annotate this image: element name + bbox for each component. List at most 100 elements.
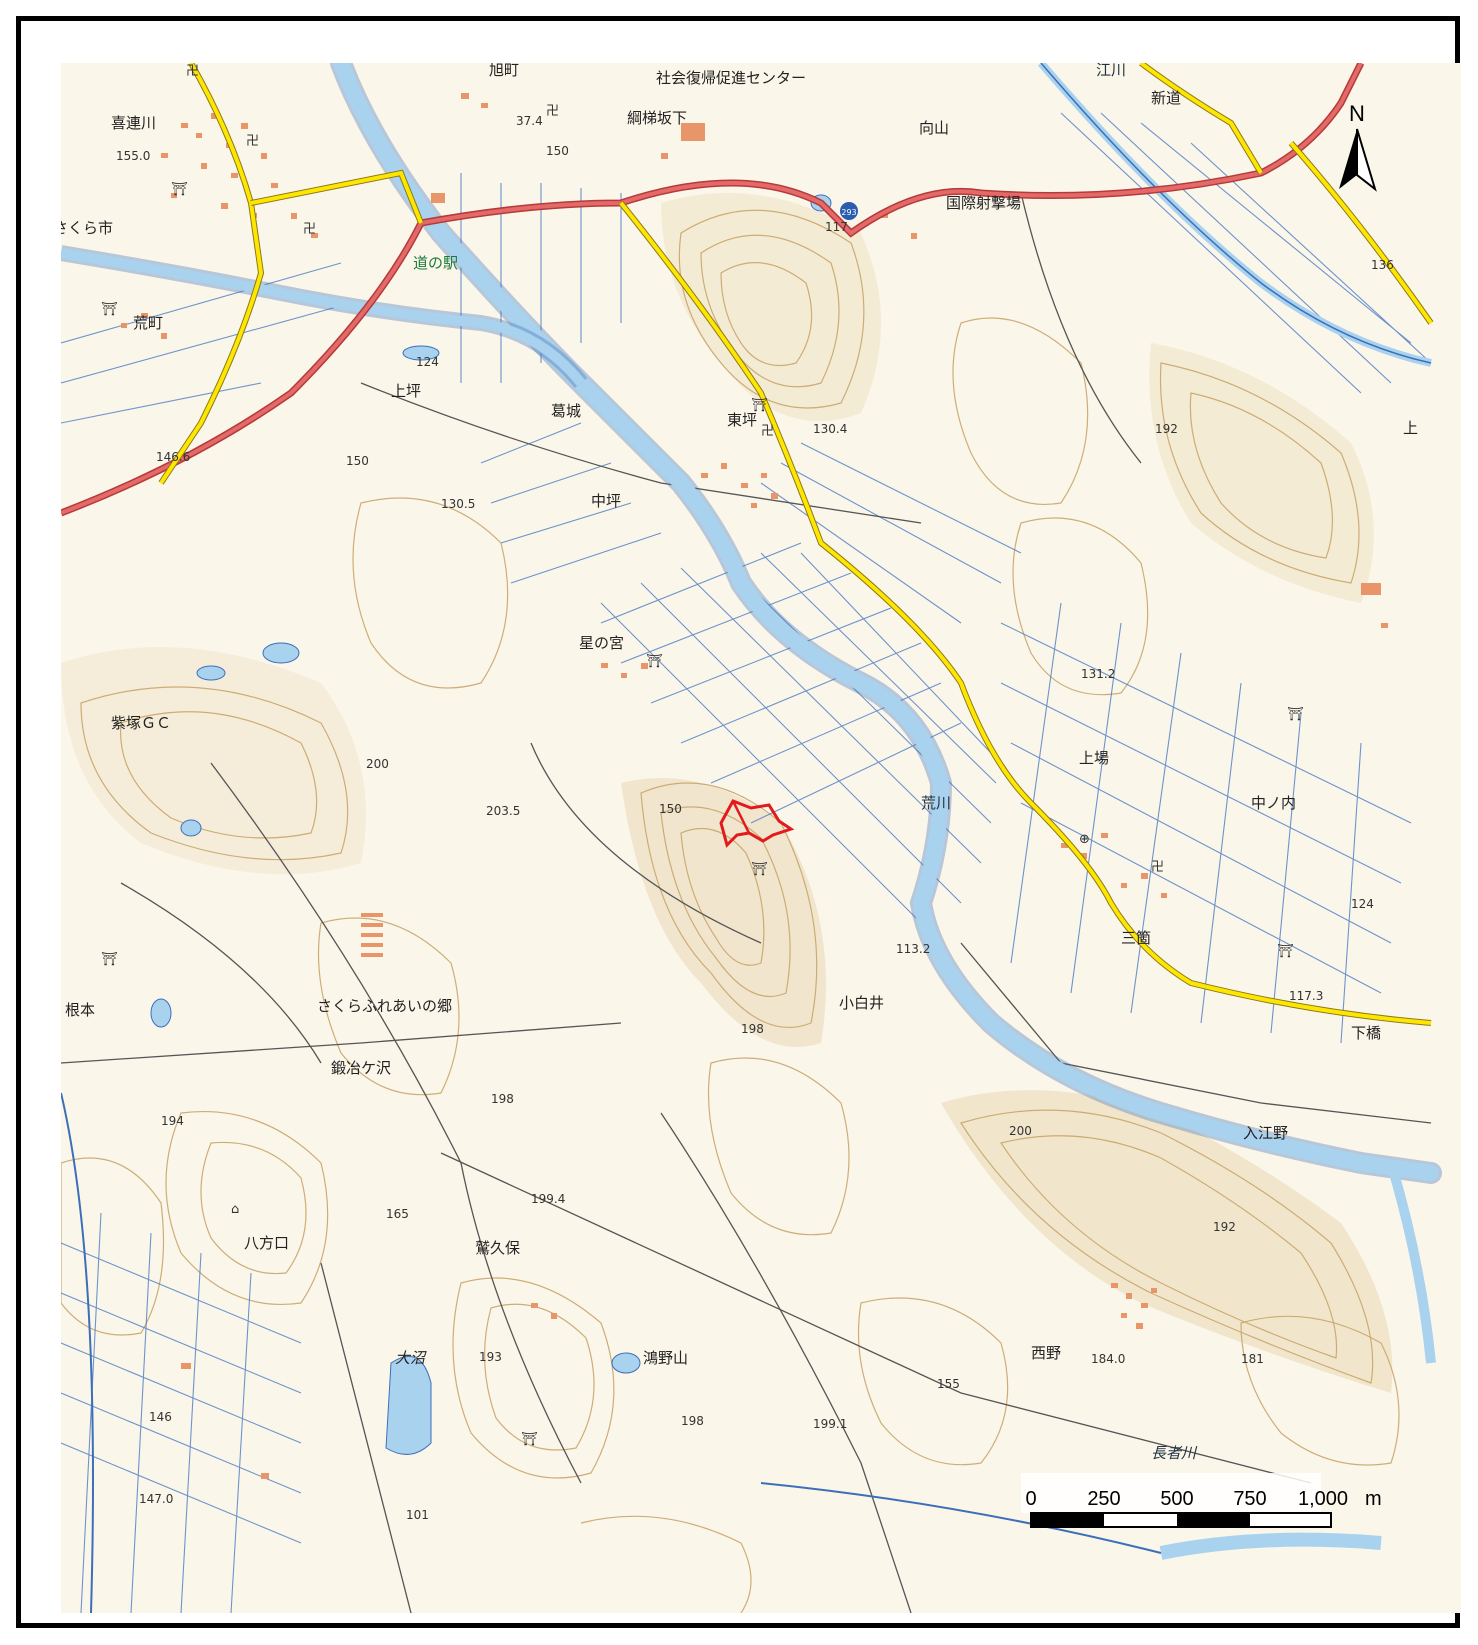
ponds bbox=[150, 194, 832, 1455]
label-kazurajo: 葛城 bbox=[551, 402, 581, 420]
svg-text:卍: 卍 bbox=[1151, 860, 1164, 875]
label-shiozuka: 紫塚ＧＣ bbox=[111, 714, 171, 732]
elevation-label: 199.1 bbox=[813, 1417, 847, 1431]
elevation-label: 184.0 bbox=[1091, 1352, 1125, 1366]
scale-tick-label: 250 bbox=[1087, 1488, 1120, 1510]
svg-text:卍: 卍 bbox=[761, 424, 774, 439]
label-nemoto: 根本 bbox=[65, 1001, 95, 1019]
label-happoguchi: 八方口 bbox=[244, 1234, 289, 1252]
svg-text:卍: 卍 bbox=[246, 134, 259, 149]
elevation-label: 150 bbox=[346, 454, 369, 468]
label-kamitsubo: 上坪 bbox=[391, 382, 421, 400]
scale-tick-label: 500 bbox=[1160, 1488, 1193, 1510]
elevation-label: 146 bbox=[149, 1410, 172, 1424]
elevation-label: 165 bbox=[386, 1207, 409, 1221]
label-nishino: 西野 bbox=[1031, 1344, 1061, 1362]
svg-text:卍: 卍 bbox=[546, 104, 559, 119]
route-shield: 293 bbox=[840, 202, 858, 220]
label-konoyama: 鴻野山 bbox=[643, 1349, 688, 1367]
elevation-label: 117.3 bbox=[1289, 989, 1323, 1003]
elevation-label: 150 bbox=[546, 144, 569, 158]
svg-text:⛩: ⛩ bbox=[171, 181, 188, 197]
elevation-label: 193 bbox=[479, 1350, 502, 1364]
scale-tick-label: 0 bbox=[1025, 1488, 1036, 1510]
topographic-map: 293 卍卍卍 卍卍卍 ⛩⛩⛩ ⛩⛩⛩ ⛩⛩⛩ ⌂⊕ 喜連川 社会復帰促進センタ… bbox=[61, 63, 1461, 1613]
svg-text:⛩: ⛩ bbox=[1287, 706, 1304, 722]
national-route-293 bbox=[61, 63, 1365, 517]
svg-text:⛩: ⛩ bbox=[1277, 943, 1294, 959]
label-konoi: 小白井 bbox=[839, 994, 884, 1012]
north-letter: N bbox=[1349, 101, 1365, 126]
elevation-label: 198 bbox=[491, 1092, 514, 1106]
elevation-label: 155 bbox=[937, 1377, 960, 1391]
label-kitsuregawa: 喜連川 bbox=[111, 114, 156, 132]
label-irieno: 入江野 bbox=[1243, 1124, 1288, 1142]
minor-roads bbox=[61, 192, 1432, 1613]
terrain-shading bbox=[61, 193, 1393, 1393]
label-nakanouchi: 中ノ内 bbox=[1251, 794, 1296, 812]
buildings bbox=[121, 93, 1388, 1479]
elevation-label: 101 bbox=[406, 1508, 429, 1522]
scale-tick-label: 750 bbox=[1233, 1488, 1266, 1510]
elevation-label: 200 bbox=[366, 757, 389, 771]
label-michinoeki: 道の駅 bbox=[413, 254, 458, 272]
elevation-label: 124 bbox=[1351, 897, 1374, 911]
elevation-label: 192 bbox=[1213, 1220, 1236, 1234]
paddy-field-grid bbox=[61, 112, 1432, 1613]
svg-text:⊕: ⊕ bbox=[1079, 832, 1090, 847]
elevation-label: 199.4 bbox=[531, 1192, 565, 1206]
prefectural-roads bbox=[158, 63, 1434, 1026]
label-sakura: さくらふれあいの郷 bbox=[317, 997, 452, 1015]
label-onuma: 大沼 bbox=[395, 1349, 427, 1367]
onuma-pond bbox=[385, 1355, 432, 1455]
elevation-label: 203.5 bbox=[486, 804, 520, 818]
elevation-label: 136 bbox=[1371, 258, 1394, 272]
elevation-label: 113.2 bbox=[896, 942, 930, 956]
svg-text:⛩: ⛩ bbox=[101, 951, 118, 967]
label-asahicho: 旭町 bbox=[489, 63, 519, 79]
map-frame: 293 卍卍卍 卍卍卍 ⛩⛩⛩ ⛩⛩⛩ ⛩⛩⛩ ⌂⊕ 喜連川 社会復帰促進センタ… bbox=[16, 16, 1461, 1628]
north-arrow: N bbox=[1339, 101, 1377, 192]
site-marker bbox=[719, 799, 795, 848]
label-nagaregawa: 長者川 bbox=[1151, 1444, 1198, 1462]
elevation-label: 150 bbox=[659, 802, 682, 816]
elevation-label: 37.4 bbox=[516, 114, 543, 128]
label-tsunagurazaka: 綱梯坂下 bbox=[627, 109, 687, 127]
label-higashitsubo: 東坪 bbox=[727, 411, 757, 429]
scale-bar: 0 250 500 750 1,000 m bbox=[1021, 1473, 1382, 1528]
route-number-label: 293 bbox=[841, 208, 856, 217]
place-labels: 喜連川 社会復帰促進センター 旭町 綱梯坂下 向山 新道 国際射撃場 道の駅 荒… bbox=[61, 63, 1418, 1462]
label-aramachi: 荒町 bbox=[133, 314, 163, 332]
label-kamiba: 上場 bbox=[1079, 749, 1109, 767]
label-shinmichi: 新道 bbox=[1151, 89, 1181, 107]
svg-text:⛩: ⛩ bbox=[751, 861, 768, 877]
svg-text:卍: 卍 bbox=[186, 64, 199, 79]
label-sanka: 三箇 bbox=[1121, 929, 1151, 947]
label-nakatsubo: 中坪 bbox=[591, 492, 621, 510]
elevation-label: 192 bbox=[1155, 422, 1178, 436]
elevation-label: 146.6 bbox=[156, 450, 190, 464]
label-shimohashi: 下橋 bbox=[1351, 1024, 1381, 1042]
label-kamiue: 上 bbox=[1403, 419, 1418, 437]
elevation-label: 130.5 bbox=[441, 497, 475, 511]
label-kajigasawa: 鍛冶ケ沢 bbox=[331, 1059, 391, 1077]
elevation-label: 200 bbox=[1009, 1124, 1032, 1138]
label-hoshinomiya: 星の宮 bbox=[579, 634, 624, 652]
label-arakawa: 荒川 bbox=[921, 794, 951, 812]
label-shakai: 社会復帰促進センター bbox=[656, 69, 806, 87]
label-kukubo: 鷲久保 bbox=[475, 1239, 520, 1257]
scale-unit-label: m bbox=[1365, 1488, 1382, 1510]
svg-text:⛩: ⛩ bbox=[101, 301, 118, 317]
svg-text:⌂: ⌂ bbox=[231, 1202, 239, 1217]
elevation-label: 198 bbox=[681, 1414, 704, 1428]
svg-text:⛩: ⛩ bbox=[751, 397, 768, 413]
svg-text:⛩: ⛩ bbox=[646, 653, 663, 669]
elevation-label: 131.2 bbox=[1081, 667, 1115, 681]
elevation-label: 117 bbox=[825, 220, 848, 234]
elevation-label: 124 bbox=[416, 355, 439, 369]
label-city-fragment: さくら市 bbox=[61, 219, 113, 237]
river bbox=[61, 63, 1442, 1613]
elevation-label: 181 bbox=[1241, 1352, 1264, 1366]
scale-tick-label: 1,000 bbox=[1298, 1488, 1348, 1510]
label-mukaiyama: 向山 bbox=[919, 119, 949, 137]
